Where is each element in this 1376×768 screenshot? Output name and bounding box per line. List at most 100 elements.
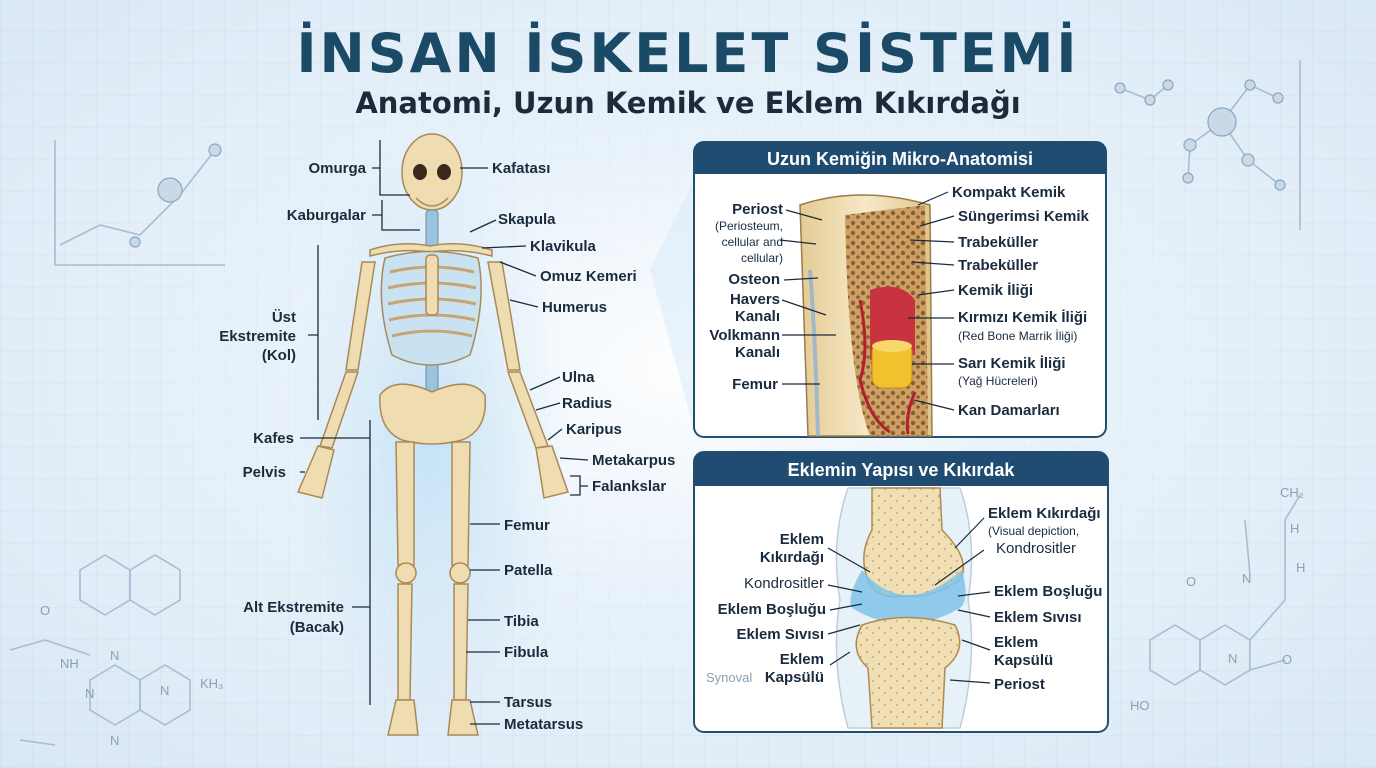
- label-skapula: Skapula: [498, 211, 556, 228]
- label-falankslar: Falankslar: [592, 478, 666, 495]
- label-periost-right: Periost: [994, 676, 1045, 693]
- femur-right: [451, 441, 471, 566]
- foot-right: [447, 699, 479, 736]
- humerus-right: [487, 261, 521, 371]
- label-femur: Femur: [504, 517, 550, 534]
- decor-o3: O: [40, 603, 50, 618]
- label-metakarpus: Metakarpus: [592, 452, 675, 469]
- decor-n3: N: [110, 648, 119, 663]
- zoom-beam: [650, 180, 694, 430]
- humerus-left: [345, 261, 376, 371]
- label-eklem-kapsulu-right-2: Kapsülü: [994, 652, 1053, 669]
- label-kafatasi: Kafatası: [492, 160, 550, 177]
- label-kirmizi-ilik-sub: (Red Bone Marrik İliği): [958, 329, 1077, 343]
- pelvis-bone: [379, 383, 487, 445]
- label-ust-1: Üst: [272, 309, 296, 326]
- label-karipus: Karipus: [566, 421, 622, 438]
- label-eklem-kikirdagi-2: Kıkırdağı: [760, 549, 824, 566]
- label-kompakt-kemik: Kompakt Kemik: [952, 184, 1066, 201]
- label-volkmann-2: Kanalı: [735, 344, 780, 361]
- label-kemik-iligi: Kemik İliği: [958, 282, 1033, 299]
- skeleton-figure: [290, 130, 570, 750]
- tibia: [453, 583, 469, 701]
- label-trabekuller-2: Trabeküller: [958, 257, 1038, 274]
- label-kirmizi-ilik: Kırmızı Kemik İliği: [958, 309, 1087, 326]
- label-sungerimsi-kemik: Süngerimsi Kemik: [958, 208, 1090, 225]
- label-kaburgalar: Kaburgalar: [287, 207, 366, 224]
- label-fibula: Fibula: [504, 644, 549, 661]
- label-periost-sub-1: (Periosteum,: [715, 219, 783, 233]
- label-humerus: Humerus: [542, 299, 607, 316]
- label-eklem-kikirdagi-right-sub: (Visual depiction,: [988, 524, 1079, 538]
- skeleton-labels-left: Omurga Kaburgalar Üst Ekstremite (Kol) K…: [219, 160, 366, 636]
- label-radius: Radius: [562, 395, 612, 412]
- femur-left: [395, 441, 415, 566]
- label-eklem-boslugu-right: Eklem Boşluğu: [994, 583, 1102, 600]
- panel1-header: [694, 142, 1106, 174]
- decor-o2: O: [1282, 652, 1292, 667]
- page-subtitle: Anatomi, Uzun Kemik ve Eklem Kıkırdağı: [355, 86, 1021, 120]
- panel2-title: Eklemin Yapısı ve Kıkırdak: [788, 460, 1016, 480]
- panel1-title: Uzun Kemiğin Mikro-Anatomisi: [767, 149, 1033, 169]
- label-metatarsus: Metatarsus: [504, 716, 583, 733]
- panel-long-bone: Uzun Kemiğin Mikro-Anatomisi Perios: [693, 141, 1107, 438]
- decor-molecule-bottom-right: CH₂ H H N N O O HO: [1130, 485, 1305, 713]
- decor-n4: N: [85, 686, 94, 701]
- panel-joint: Eklemin Yapısı ve Kıkırdak Eklem Kıkırda…: [693, 451, 1109, 733]
- label-tarsus: Tarsus: [504, 694, 552, 711]
- label-periost-sub-2: cellular and: [722, 235, 783, 249]
- label-synovial-faded: Synoval: [706, 670, 752, 685]
- label-klavikula: Klavikula: [530, 238, 597, 255]
- clavicle: [369, 243, 493, 257]
- hand-right: [535, 445, 569, 499]
- label-eklem-kapsulu-right-1: Eklem: [994, 634, 1038, 651]
- label-periost: Periost: [732, 201, 783, 218]
- decor-n2: N: [1228, 651, 1237, 666]
- hand-left: [296, 445, 335, 499]
- page-title: İNSAN İSKELET SİSTEMİ: [296, 22, 1080, 85]
- label-eklem-sivisi-left: Eklem Sıvısı: [736, 626, 824, 643]
- skeleton-labels-right: Kafatası Skapula Klavikula Omuz Kemeri H…: [492, 160, 675, 733]
- label-alt-2: (Bacak): [290, 619, 344, 636]
- decor-nh: NH: [60, 656, 79, 671]
- label-kondrositler-left: Kondrositler: [744, 575, 824, 592]
- lower-joint-bone: [855, 616, 961, 729]
- label-osteon: Osteon: [728, 271, 780, 288]
- label-eklem-sivisi-right: Eklem Sıvısı: [994, 609, 1082, 626]
- decor-chart: [54, 140, 225, 266]
- decor-h1: H: [1290, 521, 1299, 536]
- label-kan-damarlari: Kan Damarları: [958, 402, 1060, 419]
- label-alt-1: Alt Ekstremite: [243, 599, 344, 616]
- label-ust-3: (Kol): [262, 347, 296, 364]
- decor-n5: N: [160, 683, 169, 698]
- decor-n1: N: [1242, 571, 1251, 586]
- label-eklem-kapsulu-left-1: Eklem: [780, 651, 824, 668]
- label-kafes: Kafes: [253, 430, 294, 447]
- label-trabekuller-1: Trabeküller: [958, 234, 1038, 251]
- label-sari-ilik-sub: (Yağ Hücreleri): [958, 374, 1038, 388]
- label-havers-2: Kanalı: [735, 308, 780, 325]
- label-havers-1: Havers: [730, 291, 780, 308]
- decor-molecule-bottom-left: NH N N N N KH₃ O: [9, 554, 223, 748]
- label-kondrositler-right: Kondrositler: [996, 540, 1076, 557]
- label-volkmann-1: Volkmann: [709, 327, 780, 344]
- label-tibia: Tibia: [504, 613, 539, 630]
- foot-left: [387, 699, 419, 736]
- joint-cartilage: [850, 570, 966, 624]
- decor-o1: O: [1186, 574, 1196, 589]
- label-patella: Patella: [504, 562, 553, 579]
- decor-h2: H: [1296, 560, 1305, 575]
- blood-vessel: [858, 299, 891, 434]
- label-sari-ilik: Sarı Kemik İliği: [958, 355, 1066, 372]
- label-eklem-kikirdagi-right: Eklem Kıkırdağı: [988, 505, 1101, 522]
- label-eklem-kikirdagi-1: Eklem: [780, 531, 824, 548]
- panel2-header: [694, 452, 1108, 486]
- label-periost-sub-3: cellular): [741, 251, 783, 265]
- label-eklem-boslugu-left: Eklem Boşluğu: [718, 601, 826, 618]
- decor-molecule-top-right: [1114, 60, 1301, 230]
- label-pelvis: Pelvis: [243, 464, 286, 481]
- label-ust-2: Ekstremite: [219, 328, 296, 345]
- label-femur-panel: Femur: [732, 376, 778, 393]
- skeleton-leader-lines: [300, 140, 589, 725]
